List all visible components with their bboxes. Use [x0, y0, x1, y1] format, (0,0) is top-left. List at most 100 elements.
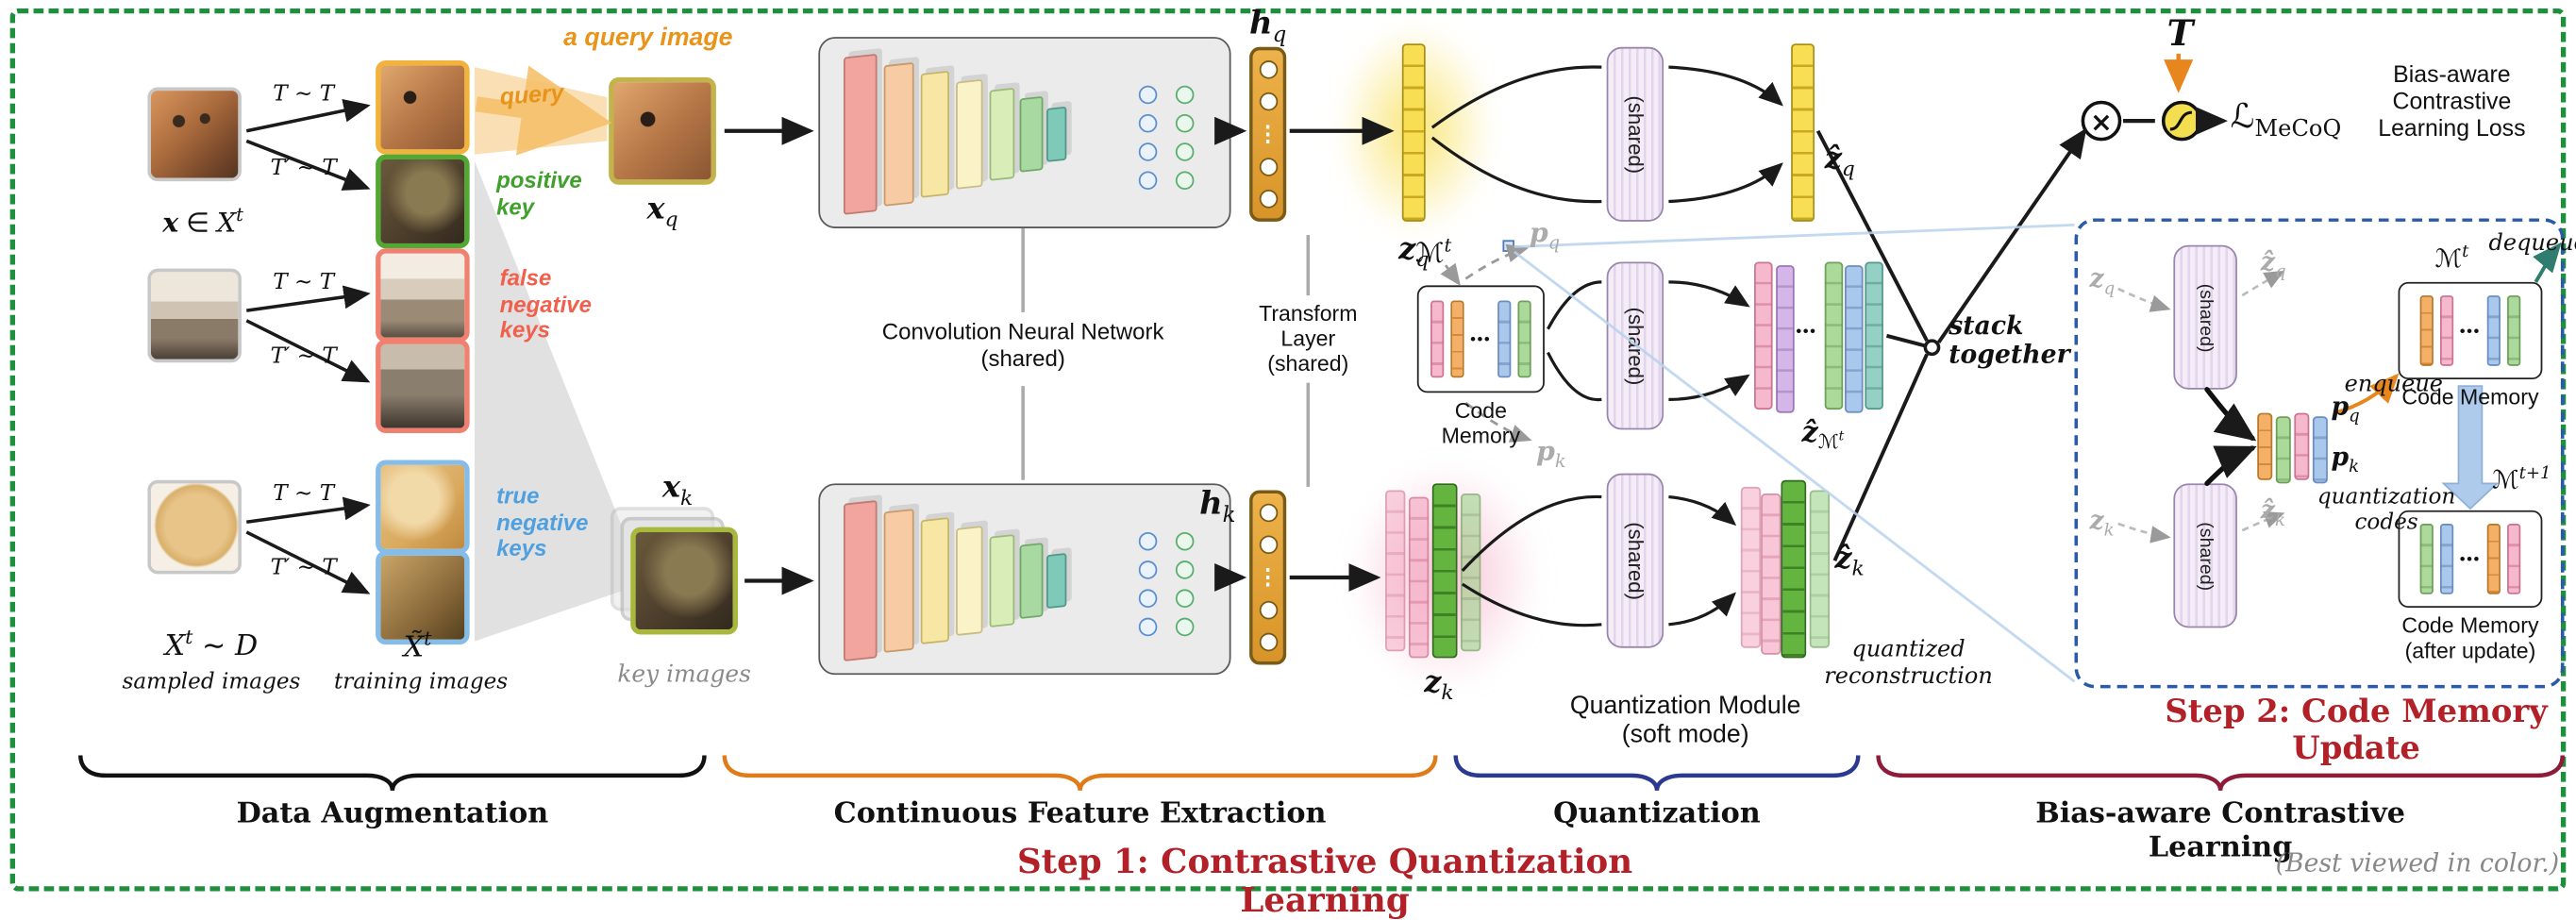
original-image-cat	[147, 87, 242, 182]
step2-panel	[2074, 218, 2565, 689]
conv-layer	[843, 53, 878, 215]
true-negative-keys-caption: true negative keys	[496, 483, 589, 561]
zoom-source-marker	[1502, 240, 1514, 252]
transform-label: T′ ∼ T	[270, 343, 337, 370]
label-x-in-set: x ∈ Xt	[162, 204, 243, 239]
conv-layer	[956, 526, 983, 636]
conv-layer	[920, 517, 949, 644]
codeword-bar	[2439, 295, 2453, 366]
codeword-bar	[2439, 524, 2453, 594]
quantized-reconstruction-caption: quantized reconstruction	[1824, 636, 1993, 690]
transform-label: T ∼ T	[273, 481, 335, 508]
codeword-bar	[2419, 295, 2434, 366]
cnn-block-key	[818, 483, 1231, 676]
label-training-set: X̃t	[403, 627, 432, 665]
key-images-caption: key images	[617, 661, 751, 689]
similarity-product-icon: ×	[2081, 100, 2122, 142]
feature-vector-hq: ⋮	[1249, 46, 1287, 222]
step2-label-zk: zk	[2089, 505, 2115, 541]
fc-layer-green	[1175, 531, 1195, 637]
ellipsis-icon: •••	[2459, 550, 2482, 568]
quantized-zk-ghost	[1740, 486, 1762, 648]
label-pq: pq	[1529, 216, 1561, 254]
step2-label-pk: pk	[2331, 441, 2360, 477]
label-zq-hat: ẑq	[1824, 141, 1855, 181]
transform-layer-caption: Transform Layer (shared)	[1259, 300, 1358, 376]
code-memory-caption: Code Memory	[1441, 397, 1521, 448]
conv-layer	[920, 70, 949, 198]
transform-label: T′ ∼ T	[270, 156, 337, 182]
quantized-memory-bar	[1845, 265, 1864, 413]
vdots-icon: ⋮	[1257, 563, 1280, 590]
quantized-memory-bar	[1776, 265, 1795, 413]
label-loss: ℒMeCoQ	[2230, 95, 2342, 143]
section-feature-extraction: Continuous Feature Extraction	[833, 797, 1327, 831]
codeword-bar	[1517, 300, 1532, 378]
quantized-memory-bar	[1865, 261, 1883, 410]
training-images-caption: training images	[333, 669, 509, 695]
ellipsis-icon: •••	[2459, 322, 2482, 340]
quantization-codes-caption: quantization codes	[2317, 485, 2456, 536]
step2-label-mt: ℳt	[2434, 243, 2469, 274]
sampled-images-caption: sampled images	[122, 669, 301, 695]
feature-vector-hk: ⋮	[1249, 490, 1287, 665]
false-negative-image-2	[376, 339, 470, 433]
original-image-cat-hidden	[147, 268, 242, 363]
quantization-module-caption: Quantization Module (soft mode)	[1569, 691, 1801, 749]
codeword-bar	[1430, 300, 1444, 378]
embedding-zk-ghost	[1461, 493, 1481, 652]
cnn-block-query	[818, 37, 1231, 228]
quantized-zk-ghost	[1809, 490, 1831, 648]
conv-layer	[883, 509, 914, 653]
conv-layer	[1019, 543, 1044, 619]
shared-label: (shared)	[1623, 94, 1648, 174]
conv-layer	[1046, 106, 1067, 162]
dequeue-caption: dequeue	[2488, 229, 2576, 258]
codeword-bar	[1449, 300, 1464, 378]
stack-together-caption: stack together	[1949, 310, 2070, 370]
ellipsis-icon: •••	[1470, 330, 1492, 348]
fc-layer-green	[1175, 85, 1195, 191]
ellipsis-icon: •••	[1796, 322, 1817, 340]
step2-shared-module-query: (shared)	[2173, 244, 2237, 390]
quantized-memory-bar	[1824, 261, 1844, 410]
best-viewed-note: (Best viewed in color.)	[2275, 847, 2560, 878]
key-images-stack-front	[630, 527, 739, 635]
label-xq: xq	[646, 191, 678, 231]
label-zq: zq	[1398, 231, 1430, 272]
label-xk: xk	[661, 470, 694, 510]
false-negative-image-1	[376, 248, 470, 343]
figure-canvas: ⋮ ⋮ ••• (shared) (shared) (shared) ••• ×…	[9, 5, 2576, 919]
true-negative-image-1	[376, 460, 470, 555]
conv-layer	[989, 87, 1015, 181]
label-hq: hq	[1249, 5, 1287, 49]
quantization-module-query: (shared)	[1606, 46, 1664, 222]
step2-code-memory-box: •••	[2398, 281, 2543, 380]
step2-shared-module-key: (shared)	[2173, 483, 2237, 628]
conv-layer	[883, 61, 914, 207]
step2-label-zq: zq	[2089, 263, 2116, 299]
transform-label: T′ ∼ T	[270, 555, 337, 581]
section-data-augmentation: Data Augmentation	[236, 797, 549, 831]
conv-layer	[956, 78, 983, 190]
true-negative-image-2	[376, 550, 470, 645]
transform-label: T ∼ T	[273, 270, 335, 296]
loss-caption: Bias-aware Contrastive Learning Loss	[2378, 60, 2526, 142]
step2-label-zq-hat: ẑq	[2260, 246, 2286, 282]
codeword-bar	[2487, 295, 2501, 366]
embedding-zq	[1401, 43, 1426, 222]
step2-label-zk-hat: ẑk	[2260, 494, 2285, 531]
shared-label: (shared)	[1623, 307, 1648, 385]
codeword-bar	[2487, 524, 2501, 594]
query-key-image	[376, 60, 470, 155]
code-memory-box: •••	[1416, 285, 1545, 393]
step2-code-memory-caption: Code Memory	[2401, 384, 2539, 410]
codeword-bar	[1497, 300, 1512, 378]
shared-label: (shared)	[2195, 282, 2216, 352]
quantization-code-bar	[2257, 412, 2273, 480]
step2-code-memory-updated-box: •••	[2398, 510, 2543, 608]
step1-title: Step 1: Contrastive Quantization Learnin…	[1017, 841, 1633, 920]
section-bias-aware: Bias-aware Contrastive Learning	[2035, 797, 2406, 864]
quantized-zq-hat	[1791, 43, 1815, 222]
quantization-code-bar	[2294, 412, 2310, 480]
